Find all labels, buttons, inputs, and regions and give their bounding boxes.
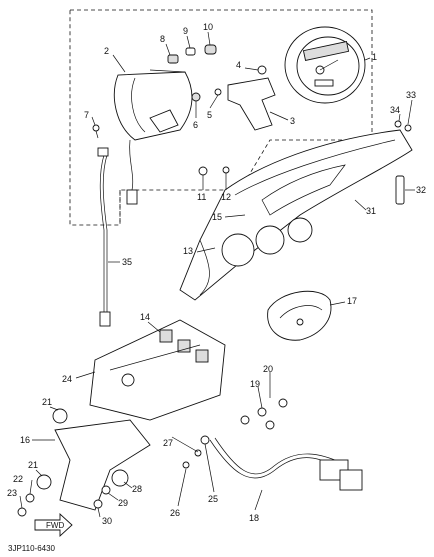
callout-19: 19 [250, 379, 260, 389]
gauge-face [267, 290, 332, 341]
callout-34: 34 [390, 105, 400, 115]
callout-10: 10 [203, 22, 213, 32]
callout-1: 1 [372, 52, 377, 62]
callout-15: 15 [212, 212, 222, 222]
callout-8: 8 [160, 34, 165, 44]
callout-22: 22 [13, 474, 23, 484]
callout-35: 35 [122, 257, 132, 267]
leader-lines [19, 31, 415, 518]
callout-27: 27 [163, 438, 173, 448]
callout-2: 2 [104, 46, 109, 56]
callout-13: 13 [183, 246, 193, 256]
callout-7: 7 [84, 110, 89, 120]
callout-17: 17 [347, 296, 357, 306]
meter-cover-upper [179, 129, 413, 301]
callout-30: 30 [102, 516, 112, 526]
callout-4: 4 [236, 60, 241, 70]
assembly-boundary [69, 9, 373, 226]
callout-25: 25 [208, 494, 218, 504]
callout-16: 16 [20, 435, 30, 445]
fwd-label: FWD [46, 521, 64, 530]
bulb-sockets [167, 44, 217, 64]
speedometer-gauge [284, 26, 366, 104]
callout-5: 5 [207, 110, 212, 120]
meter-lower-case [89, 319, 226, 421]
screw-7 [92, 124, 100, 139]
speedometer-cable [97, 147, 111, 327]
meter-bracket [191, 65, 276, 131]
callout-21-lower: 21 [28, 460, 38, 470]
callout-23: 23 [7, 488, 17, 498]
callout-29: 29 [118, 498, 128, 508]
forward-arrow-icon: FWD [34, 512, 73, 538]
callout-9: 9 [183, 26, 188, 36]
callout-20: 20 [263, 364, 273, 374]
callout-14: 14 [140, 312, 150, 322]
callout-3: 3 [290, 116, 295, 126]
callout-32: 32 [416, 185, 426, 195]
callout-24: 24 [62, 374, 72, 384]
callout-21-upper: 21 [42, 397, 52, 407]
figure-code: 3JP110-6430 [8, 544, 56, 553]
callout-31: 31 [366, 206, 376, 216]
callout-33: 33 [406, 90, 416, 100]
trim-piece [395, 175, 405, 205]
callout-12: 12 [221, 192, 231, 202]
callout-28: 28 [132, 484, 142, 494]
callout-6: 6 [193, 120, 198, 130]
wire-harness [182, 398, 363, 491]
callout-18: 18 [249, 513, 259, 523]
meter-housing [113, 69, 193, 141]
callout-11: 11 [197, 192, 206, 202]
meter-lead-connector [126, 139, 138, 205]
callout-26: 26 [170, 508, 180, 518]
